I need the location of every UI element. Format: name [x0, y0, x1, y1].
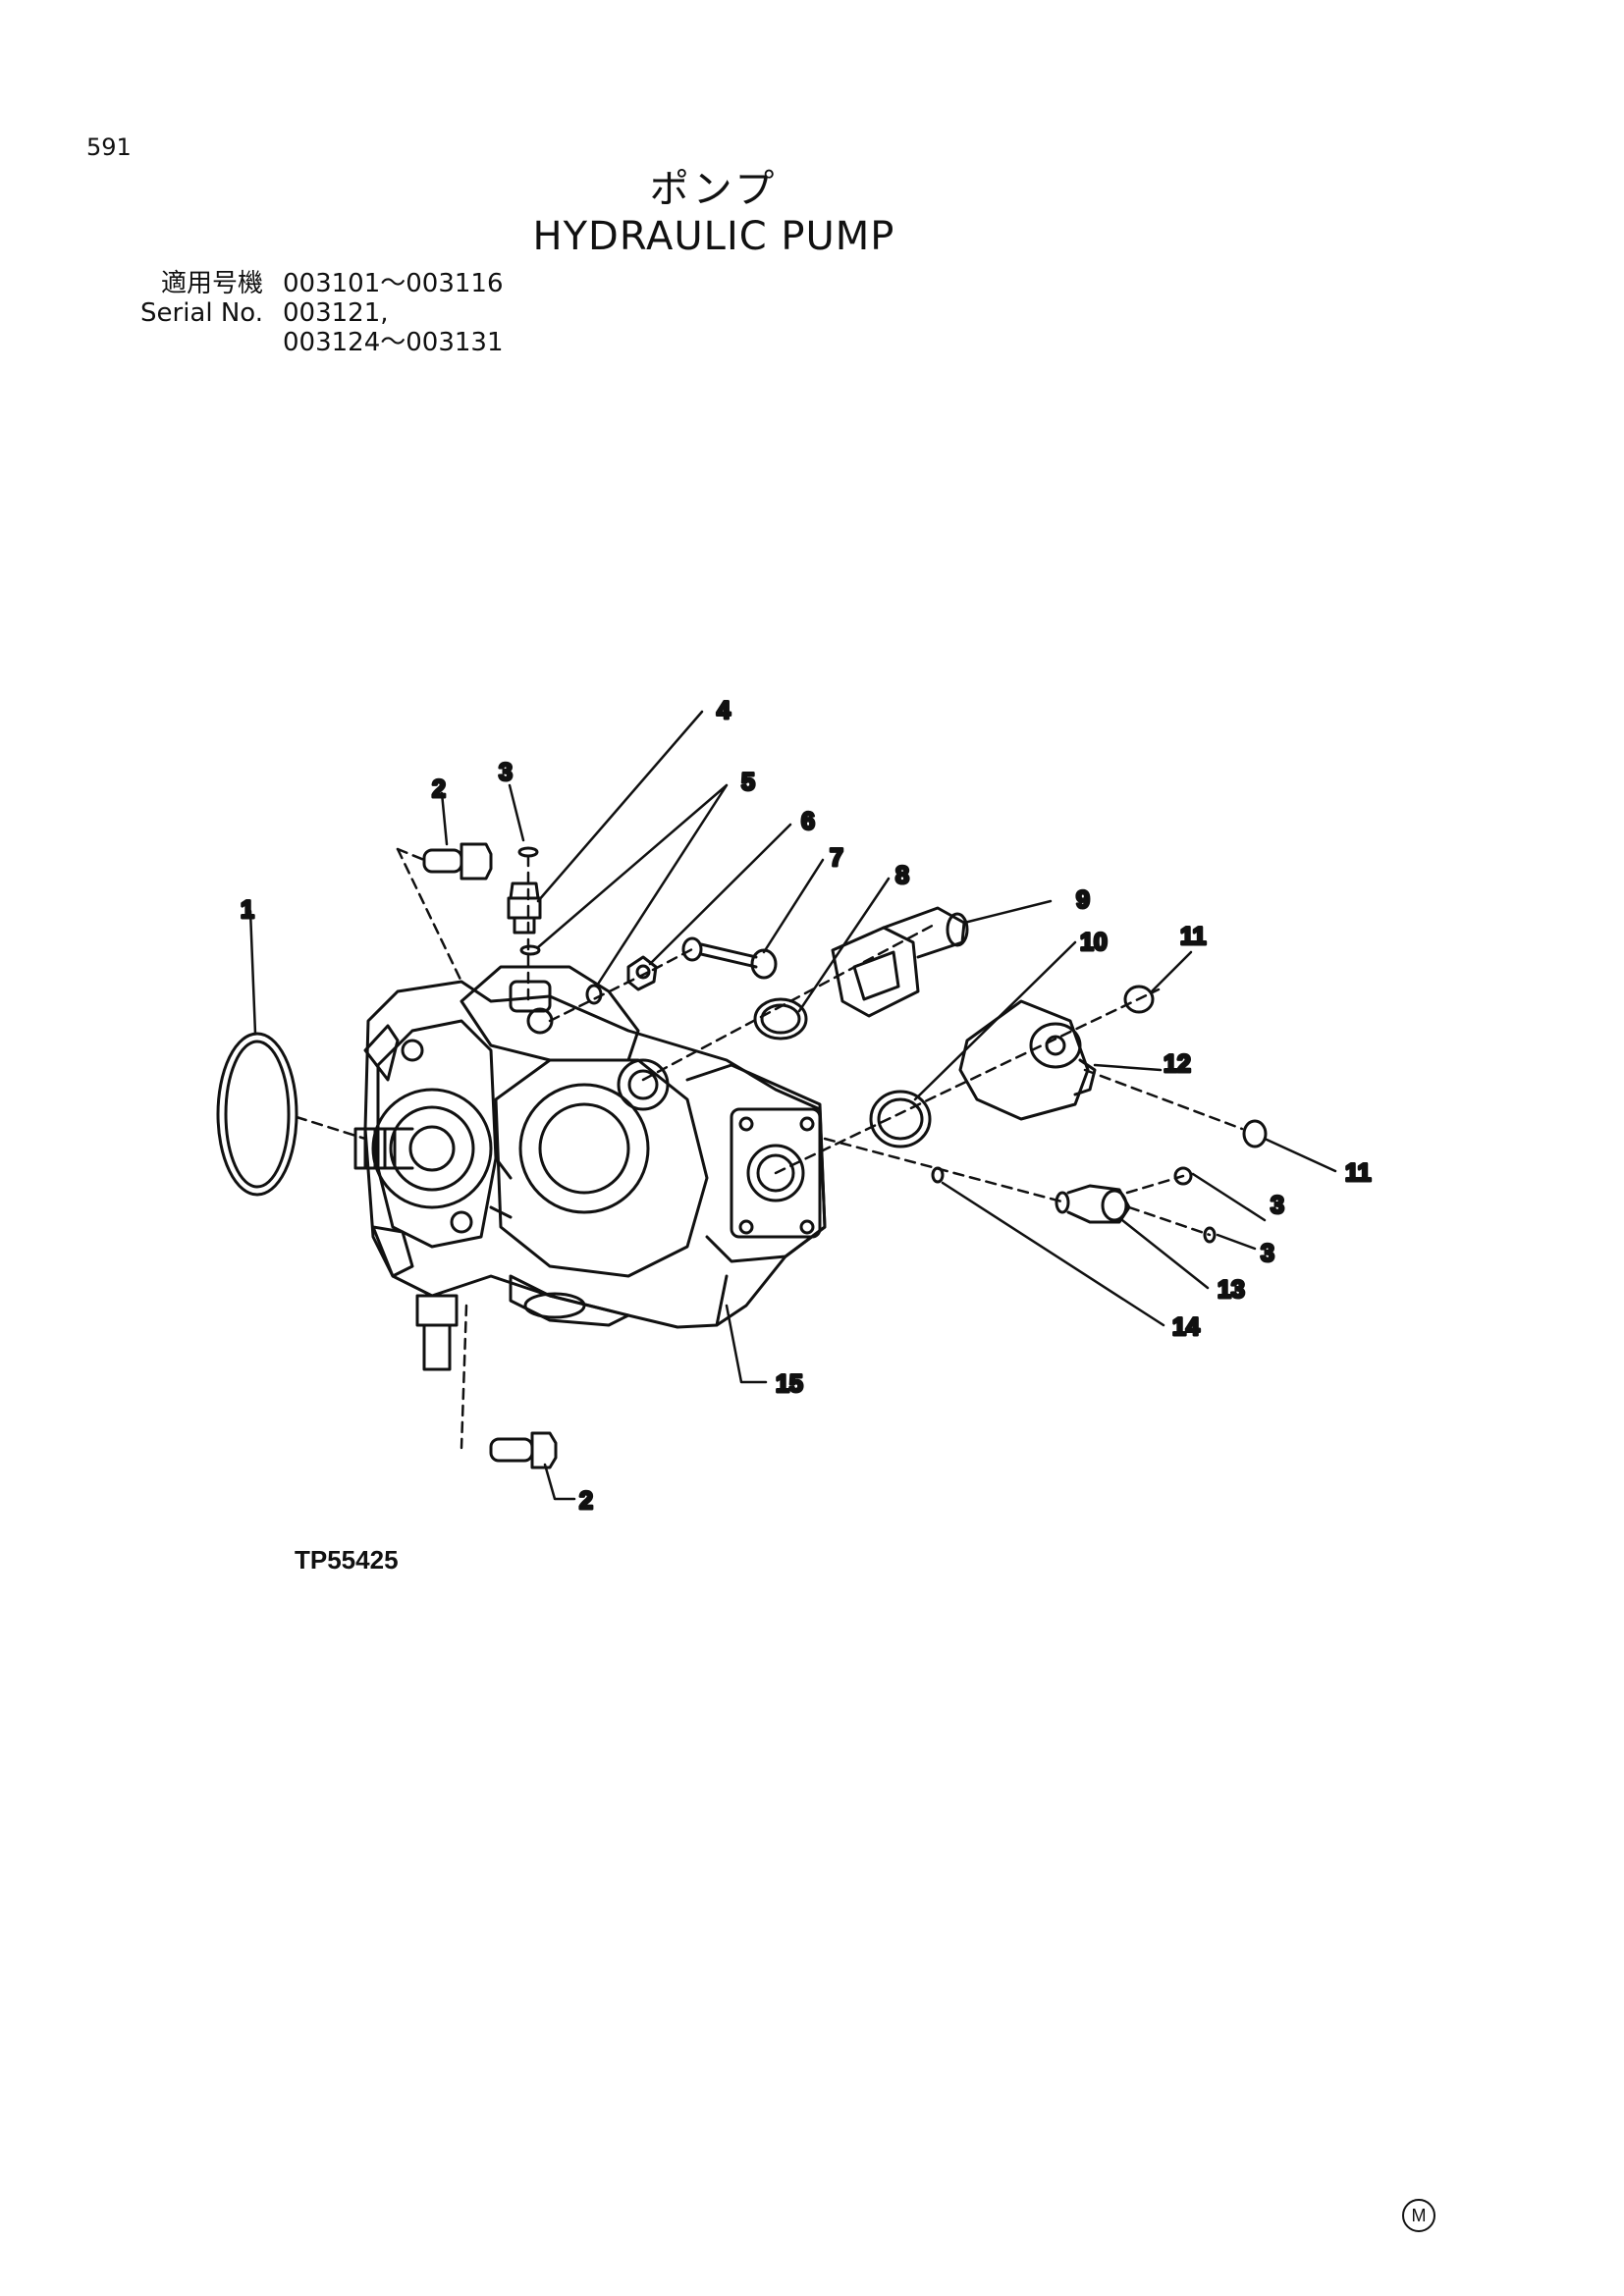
callout-3-lower: 3: [1261, 1240, 1274, 1267]
part-9-elbow: [831, 906, 969, 1018]
part-8-oring: [753, 997, 808, 1041]
callout-2: 2: [432, 775, 446, 803]
part-2-bolt-bottom: [489, 1431, 558, 1469]
callout-7: 7: [830, 844, 843, 872]
part-5-oring-a: [519, 944, 541, 956]
callout-5: 5: [741, 769, 755, 796]
part-5-oring-b: [585, 984, 603, 1005]
callout-9: 9: [1076, 886, 1090, 914]
serial-value: 003121,: [283, 298, 389, 328]
serial-label-en: Serial No.: [140, 298, 263, 328]
page-number: 591: [86, 133, 132, 161]
serial-value: 003124～003131: [283, 328, 504, 357]
assembly-lines: [295, 847, 1244, 1450]
callout-1: 1: [241, 896, 254, 924]
m-mark: M: [1402, 2199, 1435, 2232]
part-3-oring-right-lower: [1203, 1226, 1217, 1244]
callout-11-lower: 11: [1345, 1159, 1372, 1187]
part-1-oring: [216, 1032, 298, 1197]
callout-3: 3: [499, 759, 513, 786]
callout-6: 6: [801, 808, 815, 835]
leader-lines: [248, 710, 1337, 1501]
callout-3-upper: 3: [1271, 1192, 1284, 1219]
callout-10: 10: [1080, 929, 1108, 956]
part-11-oring-right: [1242, 1119, 1268, 1148]
part-2-bolt-top: [422, 842, 493, 881]
serial-value: 003101～003116: [283, 269, 504, 298]
serial-label-jp: 適用号機: [160, 269, 263, 298]
callout-8: 8: [895, 862, 909, 889]
figure-code: TP55425: [295, 1545, 399, 1575]
callout-12: 12: [1164, 1050, 1191, 1078]
page-title-jp: ポンプ: [649, 167, 779, 212]
callout-2-lower: 2: [579, 1487, 593, 1515]
part-10-oring: [869, 1090, 932, 1148]
callout-14: 14: [1172, 1313, 1200, 1341]
pump-body: [353, 965, 827, 1371]
part-12-cap: [958, 999, 1097, 1121]
part-3-oring-right: [1173, 1166, 1193, 1186]
callout-13: 13: [1218, 1276, 1245, 1304]
part-13-fitting: [1055, 1184, 1131, 1224]
part-4-adapter: [507, 881, 542, 934]
serial-block: 適用号機 003101～003116 Serial No. 003121, 00…: [96, 269, 504, 357]
callout-11: 11: [1180, 923, 1207, 950]
part-7-pin: [681, 936, 778, 980]
callout-15: 15: [776, 1370, 803, 1398]
page-title: HYDRAULIC PUMP: [532, 214, 895, 259]
callout-4: 4: [717, 697, 731, 724]
part-11-oring-top: [1123, 985, 1155, 1014]
